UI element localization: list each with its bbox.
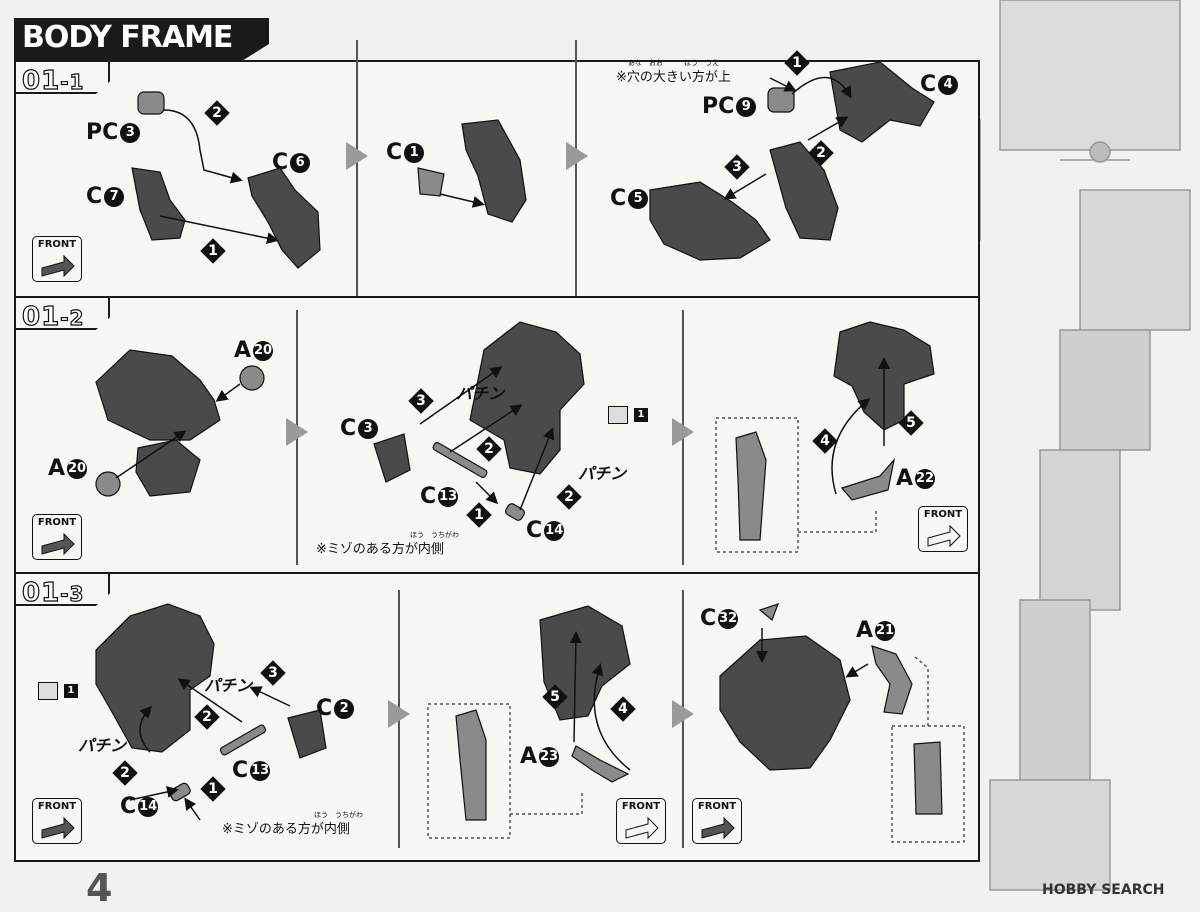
snap-sfx: パチン: [578, 464, 627, 483]
front-orientation-badge: FRONT: [692, 798, 742, 844]
front-orientation-badge: FRONT: [918, 506, 968, 552]
step-label-01-2: 01-2: [21, 301, 85, 332]
page-number: 4: [86, 866, 113, 910]
note-groove-inside-2: ※ミゾのある方が内側: [222, 822, 350, 837]
next-step-arrow: [566, 142, 588, 170]
step-tab-01-3: [16, 574, 110, 606]
next-step-arrow: [388, 700, 410, 728]
watermark-logo: HOBBY SEARCH: [1042, 882, 1165, 898]
step-label-01-1: 01-1: [21, 65, 85, 96]
front-orientation-badge: FRONT: [32, 798, 82, 844]
note-ruby: ほう うちがわ: [410, 531, 459, 539]
snap-sfx: パチン: [204, 676, 253, 695]
next-step-arrow: [286, 418, 308, 446]
step-label-01-3: 01-3: [21, 577, 85, 608]
front-orientation-badge: FRONT: [616, 798, 666, 844]
snap-sfx: パチン: [456, 384, 505, 403]
step-tab-01-2: [16, 298, 110, 330]
front-orientation-badge: FRONT: [32, 514, 82, 560]
note-hole-larger-side-up: ※穴の大きい方が上: [616, 70, 731, 85]
front-orientation-badge: FRONT: [32, 236, 82, 282]
snap-sfx: パチン: [78, 736, 127, 755]
note-groove-inside-1: ※ミゾのある方が内側: [316, 542, 444, 557]
next-step-arrow: [672, 418, 694, 446]
step-tab-01-1: [16, 62, 110, 94]
note-ruby: ほう うちがわ: [314, 811, 363, 819]
reference-icon: [38, 682, 58, 700]
next-step-arrow: [346, 142, 368, 170]
reference-icon: [608, 406, 628, 424]
note-ruby: あな おお ほう うえ: [628, 59, 719, 67]
reference-number: 1: [634, 408, 648, 422]
reference-number: 1: [64, 684, 78, 698]
title-banner: [14, 18, 269, 60]
next-step-arrow: [672, 700, 694, 728]
page-title: BODY FRAME: [22, 20, 233, 55]
